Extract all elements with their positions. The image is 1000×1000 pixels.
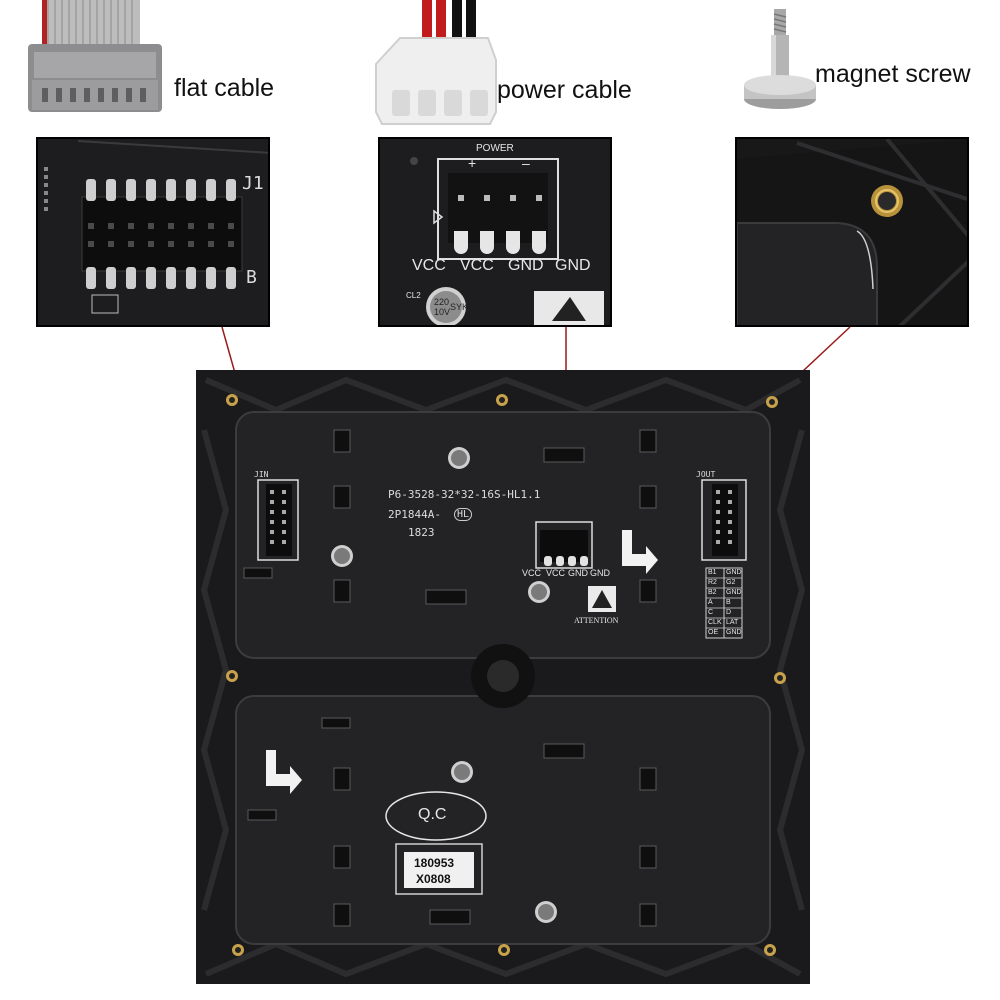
pin-table-r2c2: G2 — [726, 579, 736, 586]
power-plus-mark: + — [468, 155, 477, 171]
pin-table-r7c1: OE — [708, 629, 719, 636]
sticker-line-2: X0808 — [416, 872, 451, 886]
jin-label: JIN — [254, 470, 269, 479]
board-power-pin-2: VCC — [546, 568, 566, 578]
pin-table-r6c2: LAT — [726, 619, 739, 626]
power-header-closeup: POWER + – VCC VCC GND GND CL2 220 10V SY… — [378, 137, 612, 327]
pin-table-r4c2: B — [726, 599, 731, 606]
board-revision: 2P1844A- — [388, 508, 441, 521]
power-pin-2: VCC — [460, 257, 494, 274]
board-power-pin-4: GND — [590, 568, 610, 578]
connector-closeup: J1 B — [36, 137, 270, 327]
pin-table-r5c1: C — [708, 609, 714, 616]
jout-label: JOUT — [696, 470, 716, 479]
pin-table-r3c2: GND — [726, 589, 742, 596]
connector-top-mark: J1 — [242, 173, 264, 194]
pin-table-r4c1: A — [708, 599, 713, 606]
pin-table-r1c2: GND — [726, 569, 742, 576]
magnet-screw-photo — [740, 5, 820, 117]
attention-label: ATTENTION — [574, 616, 619, 625]
connector-bottom-mark: B — [246, 267, 257, 288]
power-pin-3: GND — [508, 257, 544, 274]
pin-table-r5c2: D — [726, 609, 732, 616]
flat-cable-photo — [20, 0, 170, 118]
flat-cable-label: flat cable — [174, 74, 275, 102]
pin-table-r1c1: B1 — [708, 569, 717, 576]
power-minus-mark: – — [522, 155, 530, 171]
cap-label: CL2 — [406, 291, 421, 300]
power-pin-4: GND — [555, 257, 591, 274]
board-power-pin-1: VCC — [522, 568, 542, 578]
board-model: P6-3528-32*32-16S-HL1.1 — [388, 488, 541, 501]
power-cable-photo — [370, 0, 500, 130]
pin-table-r6c1: CLK — [708, 619, 722, 626]
board-power-pin-3: GND — [568, 568, 588, 578]
board-rev-mark: HL — [454, 508, 473, 521]
pin-table-r3c1: B2 — [708, 589, 717, 596]
power-pin-1: VCC — [412, 257, 446, 274]
power-title: POWER — [476, 143, 514, 154]
led-panel-back: P6-3528-32*32-16S-HL1.1 2P1844A- HL 1823… — [196, 370, 810, 984]
pin-table-r2c1: R2 — [708, 579, 717, 586]
board-date-code: 1823 — [408, 526, 435, 539]
cap-voltage: 10V — [434, 307, 451, 317]
pin-table-r7c2: GND — [726, 629, 742, 636]
magnet-screw-label: magnet screw — [815, 60, 971, 88]
screw-hole-closeup — [735, 137, 969, 327]
sticker-line-1: 180953 — [414, 856, 455, 870]
power-cable-label: power cable — [497, 76, 632, 104]
qc-mark: Q.C — [418, 806, 447, 823]
cap-brand: SYK — [450, 302, 469, 312]
cap-value: 220 — [434, 297, 450, 307]
